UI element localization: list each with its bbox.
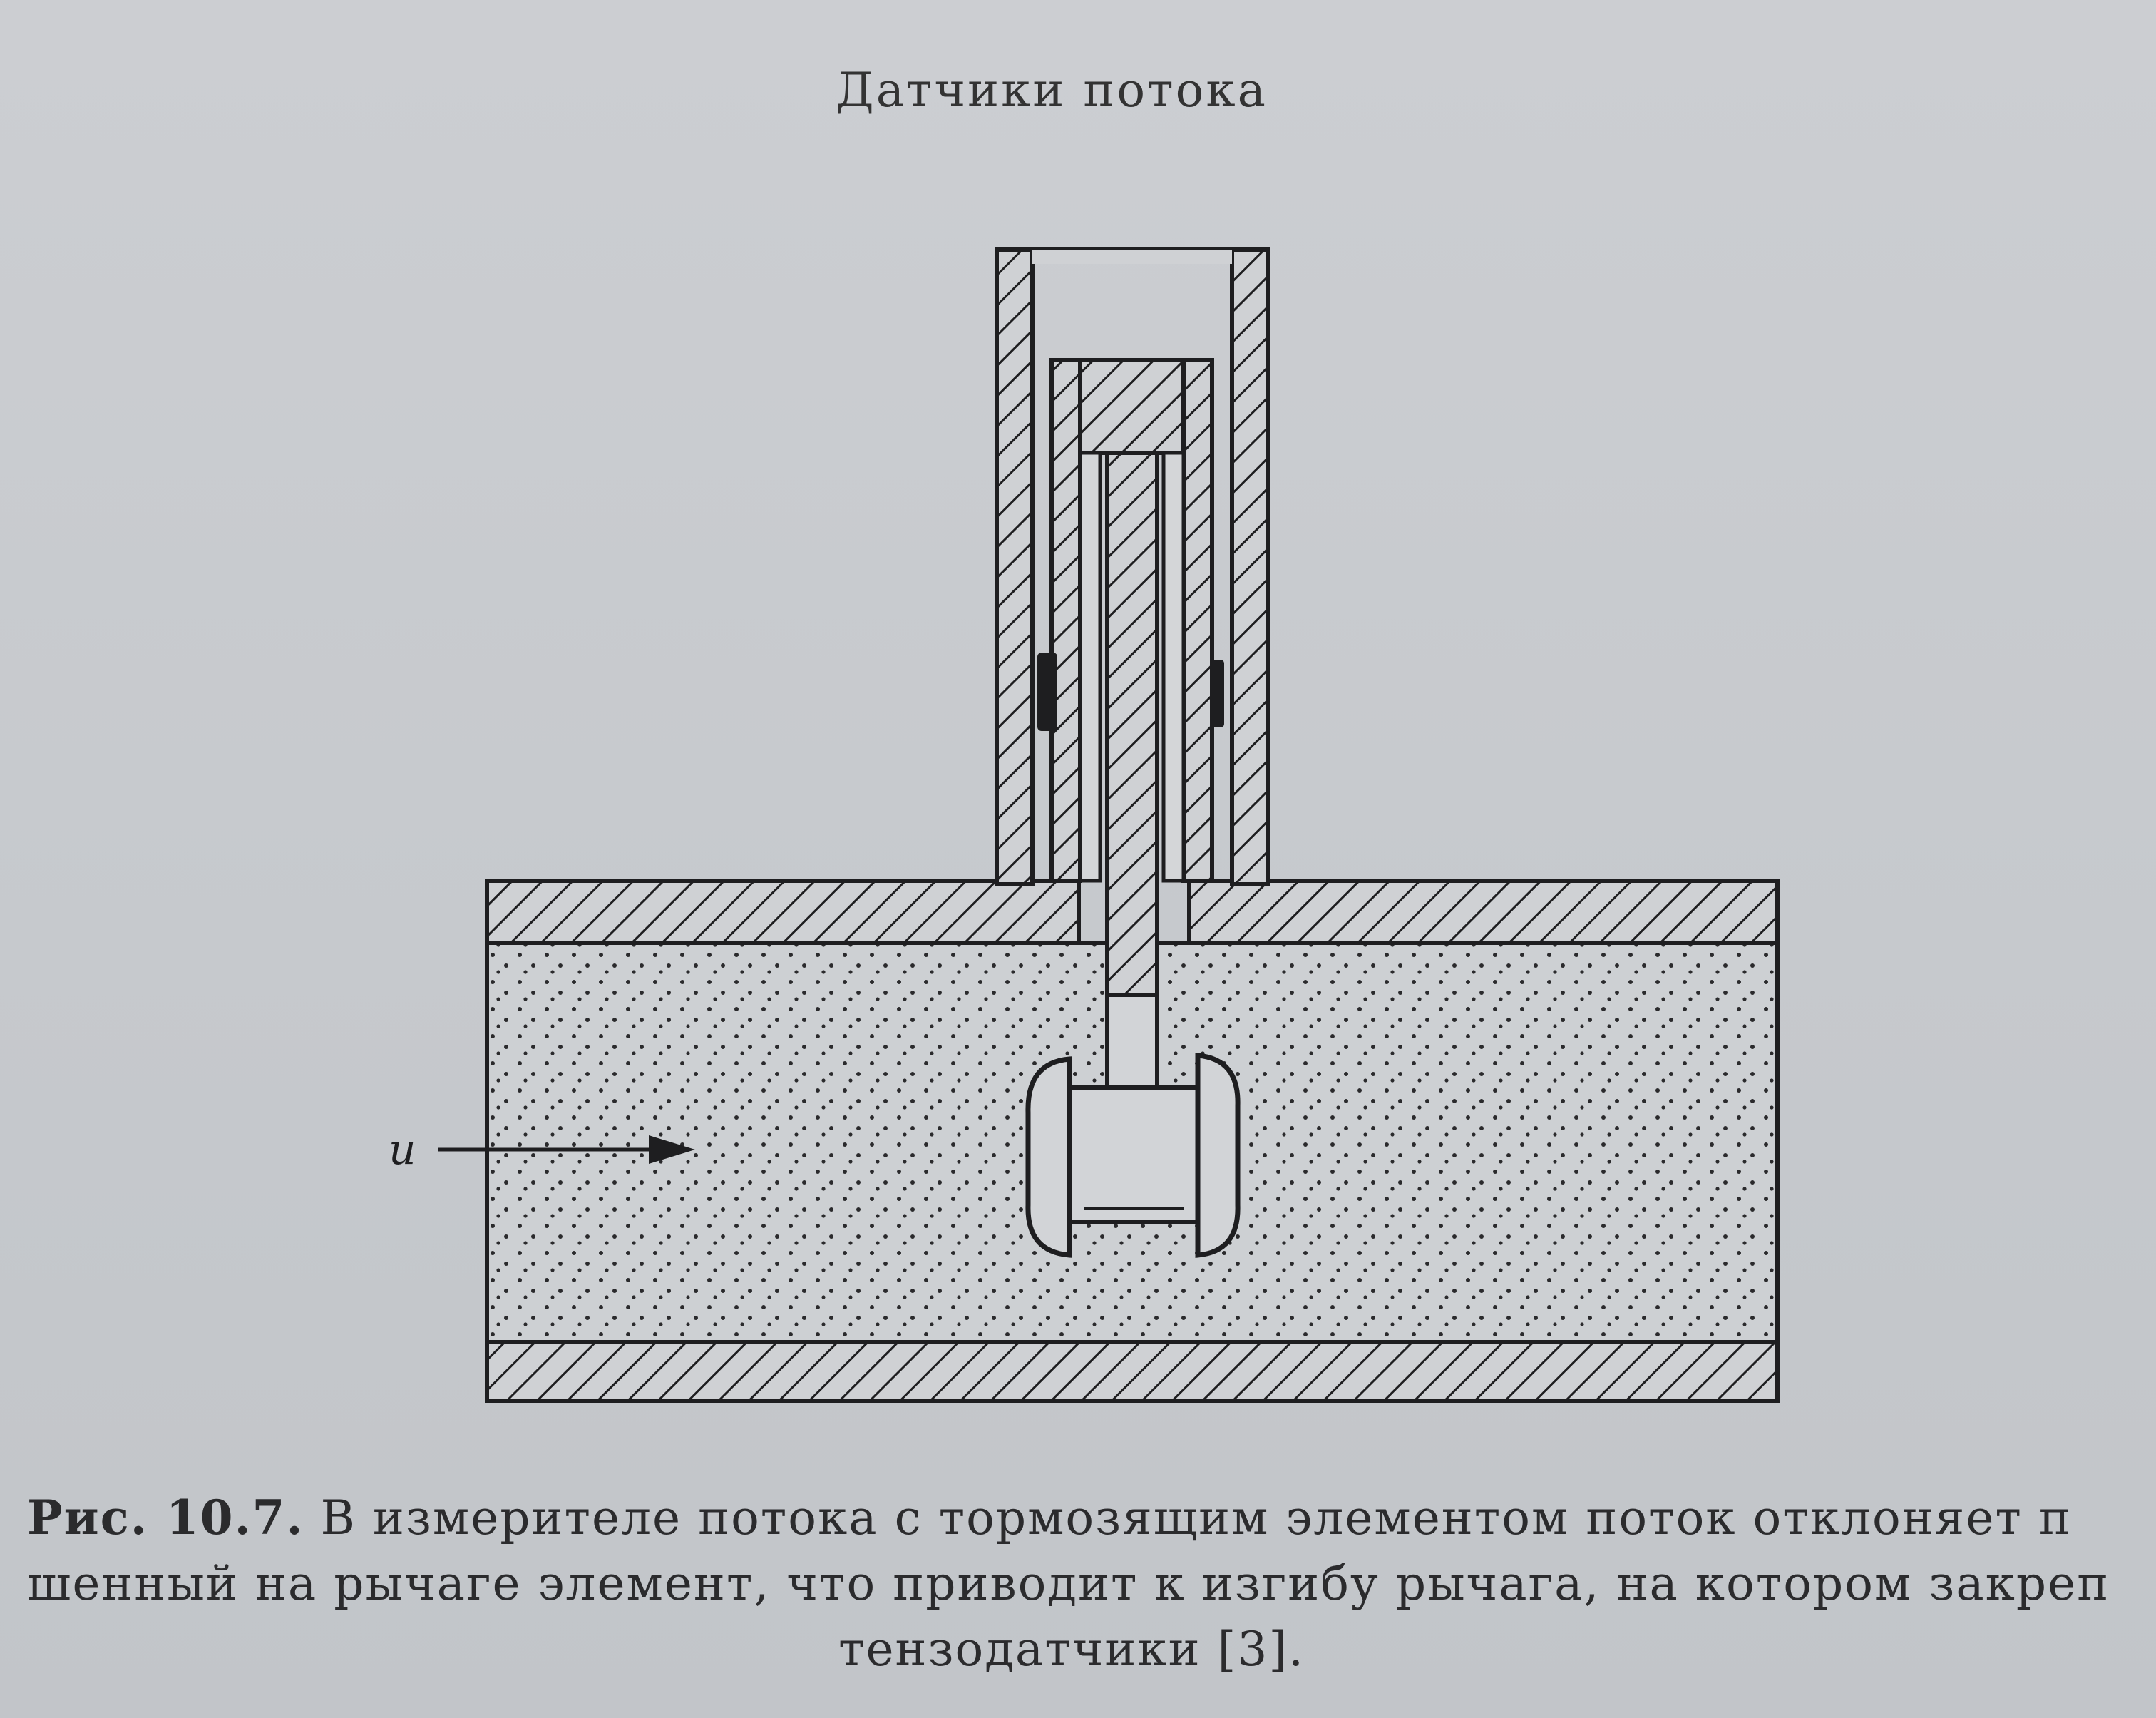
flexure-plates	[1078, 451, 1186, 883]
caption-line-3: тензодатчики [3].	[838, 1622, 1305, 1677]
caption-line-2: шенный на рычаге элемент, что приводит к…	[27, 1556, 2110, 1611]
lever-arm	[1105, 451, 1159, 997]
lever-neck	[1105, 993, 1159, 1097]
running-title: Датчики потока	[836, 63, 1268, 118]
caption-line-1: В измерителе потока с тормозящим элемент…	[320, 1491, 2072, 1545]
inner-sleeve	[1049, 358, 1214, 883]
pipe-top-wall	[485, 879, 1780, 945]
drag-element	[1025, 1053, 1241, 1258]
figure-number: Рис. 10.7.	[27, 1490, 304, 1545]
sensor-housing	[995, 247, 1270, 886]
velocity-label: u	[389, 1125, 416, 1175]
pipe-bottom-wall	[485, 1340, 1780, 1403]
figure-caption: Рис. 10.7. В измерителе потока с тормозя…	[27, 1485, 2156, 1682]
strain-gauges	[1037, 653, 1224, 731]
flow-arrow	[438, 1135, 695, 1164]
